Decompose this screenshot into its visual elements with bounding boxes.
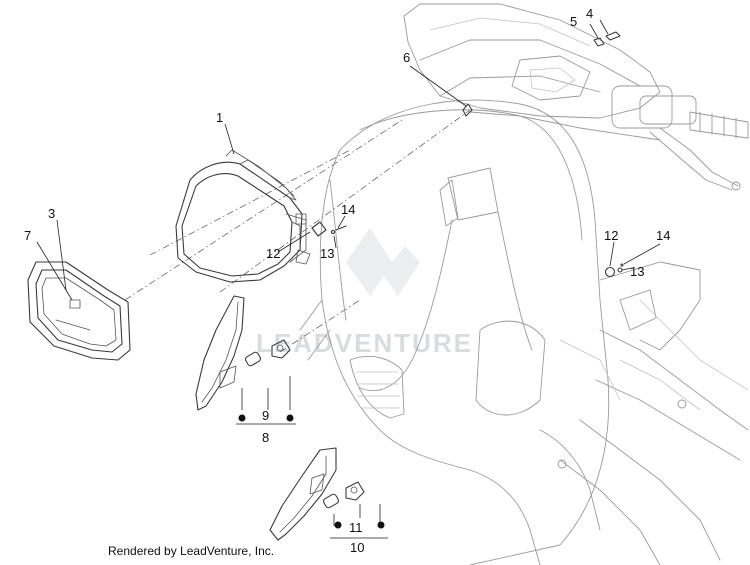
callout-9: 9 [262,408,269,423]
callout-4: 4 [586,6,593,21]
right-turn-signal-part [269,447,337,541]
callout-6: 6 [403,50,410,65]
callout-5: 5 [570,14,577,29]
headlamp-trim-part [27,261,131,361]
bulbs-and-sockets [244,339,365,509]
inner-frame [557,261,749,565]
handlebar-assembly [403,3,749,191]
leader-lines [36,19,661,539]
assembly-lines [124,109,471,353]
callout-13-right: 13 [630,264,644,279]
headlamp-part [175,149,311,283]
callout-12-right: 12 [604,228,618,243]
callout-labels: 1 3 7 4 5 6 14 12 13 12 14 13 9 8 11 10 [24,6,670,555]
callout-8: 8 [262,430,269,445]
left-turn-signal-part [195,295,245,411]
callout-10: 10 [350,540,364,555]
watermark-text: LEADVENTURE [256,328,473,358]
callout-12-left: 12 [266,246,280,261]
callout-13-left: 13 [320,246,334,261]
callout-14-left: 14 [341,202,355,217]
render-credit: Rendered by LeadVenture, Inc. [108,544,275,558]
callout-14-right: 14 [656,228,670,243]
callout-11: 11 [349,520,363,535]
callout-3: 3 [48,206,55,221]
callout-dots [238,414,385,529]
fasteners [311,31,624,278]
leg-shield-outline [299,99,610,565]
callout-7: 7 [24,228,31,243]
leadventure-watermark: LEADVENTURE [256,228,473,358]
callout-1: 1 [216,110,223,125]
